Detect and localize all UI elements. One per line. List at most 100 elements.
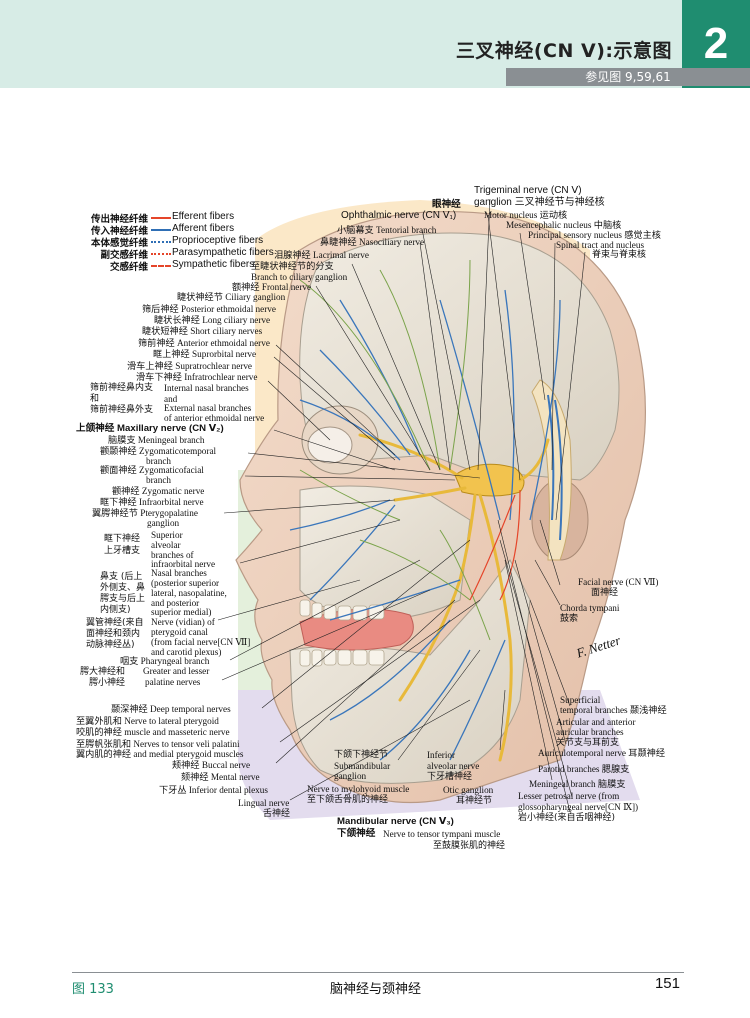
label-spinal-tract-zh: 脊束与脊束核 — [592, 250, 647, 260]
label-articular-zh: 关节支与耳前支 — [556, 738, 620, 748]
maxilla — [299, 485, 471, 621]
label-mylohyoid: Nerve to mylohyoid muscle — [307, 784, 410, 794]
label-lesser-petrosal: Lesser petrosal nerve (from — [518, 791, 620, 801]
leader-lines — [217, 198, 586, 813]
label-post-ethmoidal: 筛后神经 Posterior ethmoidal nerve — [142, 304, 276, 314]
label-sup-alveolar-1: Superior — [151, 530, 183, 540]
label-lingual-zh: 舌神经 — [263, 809, 291, 819]
nuclei-lines — [547, 394, 563, 541]
section-title: 脑神经与颈神经 — [330, 982, 422, 997]
label-deep-temporal: 颞深神经 Deep temporal nerves — [111, 704, 231, 714]
label-vidian-zh-3: 动脉神经丛) — [86, 640, 135, 650]
see-also-reference[interactable]: 参见图 9,59,61 — [506, 68, 750, 86]
label-nasal-3: lateral, nasopalatine, — [151, 588, 227, 598]
label-spinal-tract: Spinal tract and nucleus — [556, 240, 645, 250]
label-vidian-3: (from facial nerve[CN Ⅶ] — [151, 637, 251, 647]
label-otic-zh: 耳神经节 — [456, 796, 493, 806]
label-long-ciliary: 睫状长神经 Long ciliary nerve — [154, 315, 271, 325]
label-ant-ethmoidal: 筛前神经 Anterior ethmoidal nerve — [138, 338, 270, 348]
label-facial-nerve: Facial nerve (CN Ⅶ) — [578, 577, 659, 587]
label-mental: 颏神经 Mental nerve — [181, 772, 260, 782]
label-zygomaticofacial: 颧面神经 Zygomaticofacial — [100, 465, 204, 475]
label-int-nasal: Internal nasal branches — [164, 383, 249, 393]
label-articular: Articular and anterior — [556, 717, 636, 727]
label-lingual: Lingual nerve — [238, 798, 290, 808]
label-nasal-1: Nasal branches — [151, 568, 207, 578]
label-sup-alveolar-zh-1: 眶下神经 — [104, 534, 141, 544]
label-articular-2: auricular branches — [556, 727, 624, 737]
label-sup-alveolar-zh-2: 上牙槽支 — [104, 546, 141, 556]
label-nasal-5: superior medial) — [151, 607, 212, 617]
label-vidian-2: pterygoid canal — [151, 627, 208, 637]
label-palatine-2: palatine nerves — [145, 677, 201, 687]
label-maxillary: 上颌神经 Maxillary nerve (CN Ⅴ₂) — [76, 423, 224, 434]
label-submandibular: Submandibular — [334, 761, 391, 771]
label-nasal-zh-4: 内侧支) — [100, 605, 131, 615]
label-auriculotemporal: Auriculotemporal nerve 耳颞神经 — [538, 748, 666, 758]
label-vidian-zh-2: 面神经和颈内 — [86, 629, 141, 639]
label-principal-sensory: Principal sensory nucleus 感觉主核 — [528, 230, 661, 240]
label-zygomaticotemporal: 颧颞神经 Zygomaticotemporal — [100, 446, 217, 456]
efferent-branches — [469, 489, 521, 601]
label-chorda-zh: 鼓索 — [560, 614, 579, 624]
label-parotid: Parotid branches 腮腺支 — [538, 764, 630, 774]
label-inf-alveolar-zh: 下牙槽神经 — [427, 772, 473, 782]
label-ophthalmic: Ophthalmic nerve (CN Ⅴ₁) — [341, 210, 457, 221]
legend-parasympathetic-zh: 副交感纤维 — [100, 250, 148, 261]
page-title: 三叉神经(CN Ⅴ):示意图 — [455, 40, 672, 62]
label-supraorbital: 眶上神经 Suprorbital nerve — [153, 349, 257, 359]
label-lesser-petrosal-2: glossopharyngeal nerve[CN Ⅸ]) — [518, 802, 639, 812]
label-lat-pterygoid: 至翼外肌和 Nerve to lateral pterygoid — [76, 716, 219, 726]
legend-proprioceptive-en: Proprioceptive fibers — [172, 235, 264, 246]
label-and-zh: 和 — [90, 394, 100, 404]
label-infratrochlear: 滑车下神经 Infratrochlear nerve — [136, 372, 258, 382]
label-chorda: Chorda tympani — [560, 603, 620, 613]
mandible — [289, 559, 531, 784]
label-tensor-tympani: Nerve to tensor tympani muscle — [383, 829, 501, 839]
label-infraorbital: 眶下神经 Infraorbital nerve — [100, 497, 204, 507]
label-sup-temporal-2: temporal branches 颞浅神经 — [560, 705, 667, 715]
legend-line-afferent — [151, 229, 171, 231]
label-nasal-zh-3: 腭支与后上 — [100, 594, 146, 604]
label-pterygopalatine: 翼腭神经节 Pterygopalatine — [92, 508, 198, 518]
label-branch-ciliary: Branch to ciliary ganglion — [251, 272, 348, 282]
label-tensor-tympani-zh: 至鼓膜张肌的神经 — [433, 841, 506, 851]
label-sup-temporal: Superficial — [560, 695, 601, 705]
label-ciliary-ganglion: 睫状神经节 Ciliary ganglion — [177, 292, 286, 302]
label-facial-nerve-zh: 面神经 — [591, 588, 619, 598]
label-submandibular-2: ganglion — [334, 771, 367, 781]
label-mandibular: Mandibular nerve (CN Ⅴ₃) — [337, 816, 454, 827]
label-nasal-zh-2: 外侧支、鼻 — [100, 583, 146, 593]
label-ext-nasal-zh: 筛前神经鼻外支 — [90, 405, 154, 415]
label-palatine-zh-2: 腭小神经 — [89, 678, 126, 688]
legend-sympathetic-en: Sympathetic fibers — [172, 259, 255, 270]
label-nasal-zh-1: 鼻支 (后上 — [100, 572, 143, 582]
label-meningeal: 脑膜支 Meningeal branch — [108, 435, 205, 445]
legend-sympathetic-zh: 交感纤维 — [109, 262, 148, 273]
label-palatine-1: Greater and lesser — [143, 666, 210, 676]
minor-branches — [299, 259, 491, 641]
label-ophthalmic-zh: 眼神经 — [432, 199, 461, 210]
label-sup-alveolar-3: branches of — [151, 550, 194, 560]
label-zygomaticotemporal-2: branch — [146, 456, 171, 466]
label-nasal-2: (posterior superior — [151, 578, 220, 588]
label-lacrimal: 泪腺神经 Lacrimal nerve — [274, 250, 369, 260]
label-tentorial: 小脑幕支 Tentorial branch — [337, 225, 437, 235]
eye — [307, 426, 353, 464]
label-mesencephalic: Mesencephalic nucleus 中脑核 — [506, 220, 622, 230]
label-vidian-zh-1: 翼管神经(来自 — [86, 618, 144, 628]
page-number: 151 — [654, 975, 680, 992]
label-pterygopalatine-2: ganglion — [147, 518, 180, 528]
label-supratrochlear: 滑车上神经 Supratrochlear nerve — [127, 361, 253, 371]
label-medial-pterygoid: 翼内肌的神经 and medial pterygoid muscles — [76, 749, 244, 759]
label-tensor-veli: 至腭帆张肌和 Nerves to tensor veli palatini — [76, 739, 240, 749]
label-motor-nucleus: Motor nucleus 运动核 — [484, 210, 568, 220]
label-trigeminal: Trigeminal nerve (CN Ⅴ) — [474, 185, 582, 196]
label-inf-alveolar: Inferior — [427, 750, 456, 760]
label-mylohyoid-zh: 至下颌舌骨肌的神经 — [307, 795, 389, 805]
label-inf-dental: 下牙丛 Inferior dental plexus — [159, 785, 268, 795]
label-mandibular-zh: 下颌神经 — [337, 828, 376, 839]
label-lesser-petrosal-zh: 岩小神经(来自舌咽神经) — [518, 813, 616, 823]
legend-parasympathetic-en: Parasympathetic fibers — [172, 247, 274, 258]
label-pharyngeal: 咽支 Pharyngeal branch — [120, 656, 210, 666]
